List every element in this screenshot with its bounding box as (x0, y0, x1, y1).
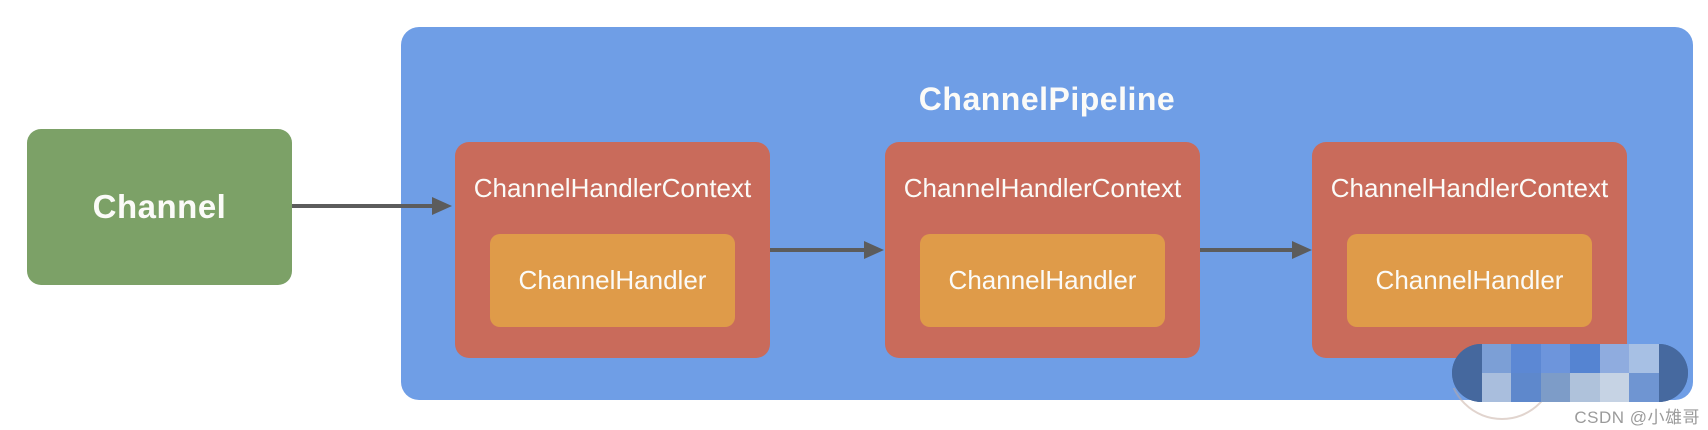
channel-label: Channel (92, 188, 227, 225)
arrow-line (1200, 248, 1294, 252)
channel-handler-box: ChannelHandler (1347, 234, 1592, 327)
handler-context-label: ChannelHandlerContext (903, 173, 1182, 203)
arrowhead-icon (432, 197, 452, 215)
arrow-line (770, 248, 866, 252)
blurred-logo-arc-clip (1430, 388, 1560, 430)
arrow-context1-to-context2 (770, 241, 884, 259)
channel-node: Channel (27, 129, 292, 285)
arrowhead-icon (1292, 241, 1312, 259)
pipeline-title: ChannelPipeline (918, 81, 1176, 117)
handler-context-label: ChannelHandlerContext (473, 173, 752, 203)
channel-handler-label: ChannelHandler (518, 265, 707, 295)
arrow-channel-to-context1 (292, 197, 452, 215)
channel-handler-box: ChannelHandler (490, 234, 735, 327)
arrow-context2-to-context3 (1200, 241, 1312, 259)
handler-context-box-3: ChannelHandlerContext ChannelHandler (1312, 142, 1627, 358)
channel-handler-box: ChannelHandler (920, 234, 1165, 327)
channel-handler-label: ChannelHandler (1375, 265, 1564, 295)
handler-context-box-1: ChannelHandlerContext ChannelHandler (455, 142, 770, 358)
arrow-line (292, 204, 434, 208)
watermark-text: CSDN @小雄哥 (1574, 408, 1700, 427)
handler-context-box-2: ChannelHandlerContext ChannelHandler (885, 142, 1200, 358)
channel-handler-label: ChannelHandler (948, 265, 1137, 295)
blurred-watermark-logo (1452, 344, 1688, 402)
arrowhead-icon (864, 241, 884, 259)
handler-context-label: ChannelHandlerContext (1330, 173, 1609, 203)
